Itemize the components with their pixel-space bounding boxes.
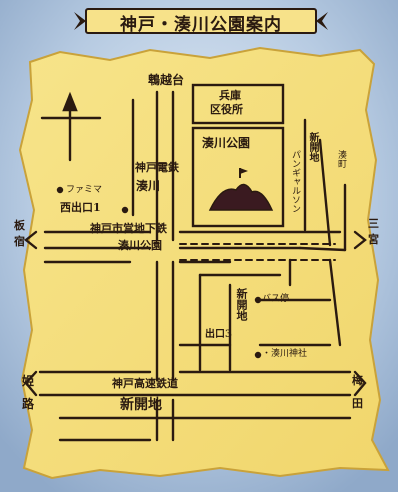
label-shop-2: ・湊川神社 bbox=[262, 349, 308, 359]
label-station-right: 新開地 bbox=[307, 132, 318, 162]
title-banner: 神戸・湊川公園案内 bbox=[72, 6, 330, 36]
label-exit-3: 出口3 bbox=[205, 329, 232, 340]
label-sannomiya-2: 宮 bbox=[368, 233, 379, 246]
label-subway-1: 神戸市営地下鉄 bbox=[90, 222, 167, 235]
label-subway-2: 湊川公園 bbox=[118, 239, 162, 252]
map-title: 神戸・湊川公園案内 bbox=[120, 15, 282, 35]
mountain-icon bbox=[208, 168, 274, 211]
label-kobe-dentetsu: 神戸電鉄 bbox=[135, 161, 179, 174]
label-right-street: 湊町 bbox=[336, 150, 346, 168]
label-ward-office-2: 区役所 bbox=[210, 103, 243, 116]
label-west-exit: 西出口1 bbox=[60, 201, 101, 214]
label-north-top: 鵯越台 bbox=[148, 73, 185, 87]
label-kobe-kosoku: 神戸高速鉄道 bbox=[112, 377, 178, 390]
label-bus-stop: バス停 bbox=[262, 294, 290, 304]
label-itayado-1: 板 bbox=[14, 219, 25, 232]
label-minatogawa: 湊川 bbox=[136, 179, 161, 193]
label-hime-2: 路 bbox=[22, 397, 35, 411]
label-bottom-right-1: 梅 bbox=[352, 374, 363, 387]
label-bottom-right-2: 田 bbox=[352, 397, 363, 410]
label-familymart: ファミマ bbox=[66, 185, 103, 195]
label-shop-1: パンギャルソン bbox=[290, 150, 300, 213]
label-park: 湊川公園 bbox=[202, 136, 251, 150]
label-hime-1: 姫 bbox=[22, 374, 35, 388]
label-shinkaichi-h: 新開地 bbox=[120, 397, 162, 413]
label-ward-office-1: 兵庫 bbox=[219, 89, 241, 102]
banner-frame bbox=[74, 8, 328, 34]
label-shinkaichi-v: 新開地 bbox=[235, 288, 248, 321]
label-itayado-2: 宿 bbox=[14, 235, 25, 248]
compass-icon bbox=[40, 91, 102, 162]
label-sannomiya-1: 三 bbox=[368, 217, 379, 230]
